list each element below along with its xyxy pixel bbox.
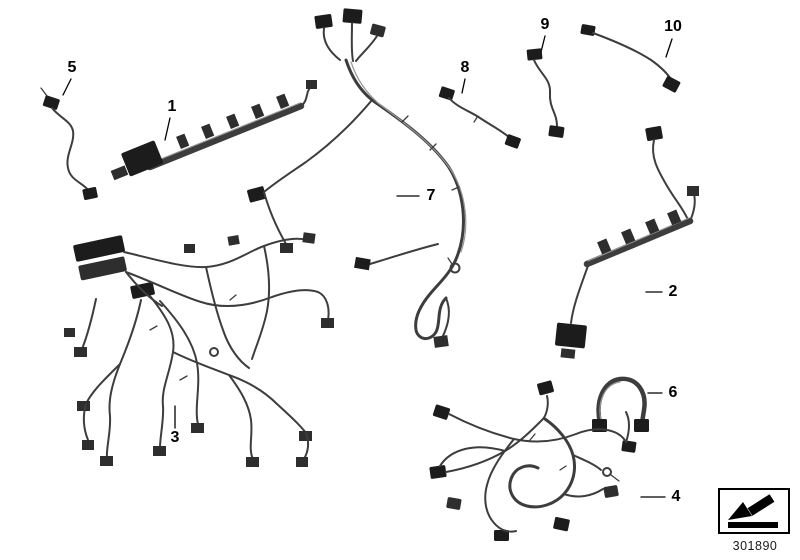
diagram-number: 301890 (732, 539, 778, 553)
callout-5[interactable]: 5 (67, 59, 77, 76)
callout-3[interactable]: 3 (170, 429, 180, 446)
harness-item-1 (110, 80, 317, 181)
harness-item-2 (555, 125, 699, 359)
direction-arrow-icon (728, 494, 778, 528)
harness-item-3 (64, 232, 334, 467)
harness-item-5 (40, 87, 98, 201)
callout-6[interactable]: 6 (668, 384, 678, 401)
callout-7[interactable]: 7 (426, 187, 436, 204)
harness-item-6 (592, 376, 649, 432)
leader-lines (62, 35, 673, 498)
harness-item-10 (580, 24, 681, 93)
callout-2[interactable]: 2 (668, 283, 678, 300)
callout-8[interactable]: 8 (460, 59, 470, 76)
harness-item-7 (247, 8, 467, 348)
harness-item-9 (526, 48, 565, 138)
callout-10[interactable]: 10 (664, 18, 682, 35)
callout-9[interactable]: 9 (540, 16, 550, 33)
harness-item-4 (429, 380, 637, 541)
logo-box (718, 488, 790, 534)
callout-1[interactable]: 1 (167, 98, 177, 115)
harness-item-8 (438, 86, 521, 149)
callout-4[interactable]: 4 (671, 488, 681, 505)
